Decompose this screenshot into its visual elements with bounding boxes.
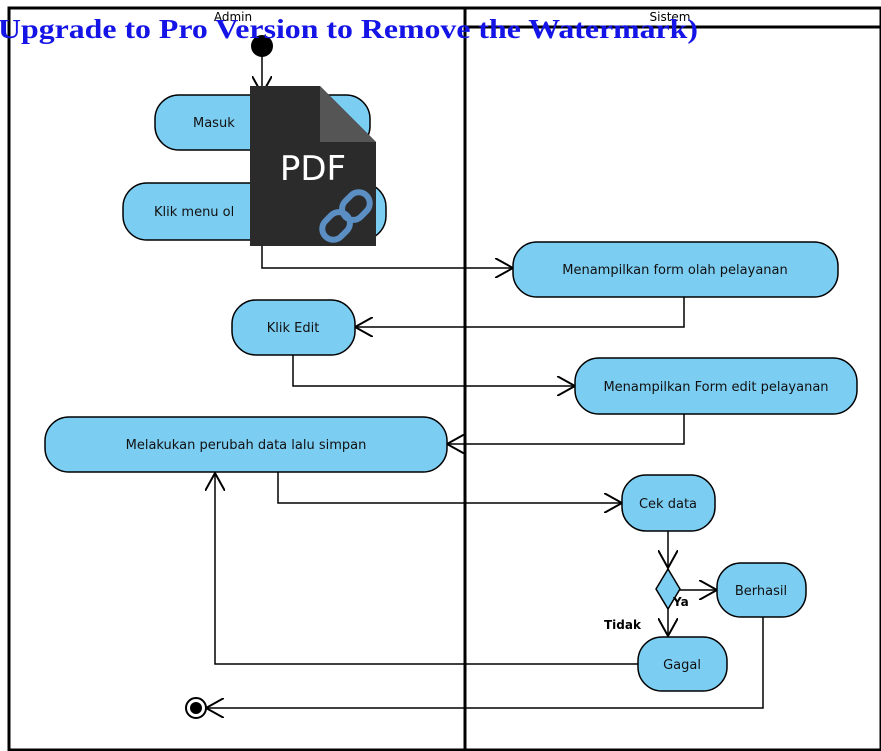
lane-sistem-label: Sistem — [650, 10, 691, 24]
chain-link-icon — [316, 186, 376, 246]
action-tampil-form-olah: Menampilkan form olah pelayanan — [512, 241, 839, 298]
action-klik-edit-label: Klik Edit — [267, 321, 320, 336]
flow-ubah-to-cek — [277, 472, 622, 503]
guard-tidak: Tidak — [604, 618, 642, 632]
action-tampil-form-olah-label: Menampilkan form olah pelayanan — [562, 263, 787, 278]
initial-node — [251, 35, 273, 57]
watermark-text: Upgrade to Pro Version to Remove the Wat… — [0, 14, 698, 44]
action-ubah-simpan-label: Melakukan perubah data lalu simpan — [126, 438, 367, 453]
flow-form-olah-to-klik-edit — [355, 297, 685, 327]
guard-ya: Ya — [672, 595, 689, 609]
flow-klik-menu-to-form-olah — [261, 240, 513, 268]
action-cek-data-label: Cek data — [639, 497, 697, 512]
final-node — [185, 697, 207, 719]
flow-klik-edit-to-form-edit — [292, 355, 575, 386]
pdf-badge: PDF — [250, 86, 376, 246]
decision-node — [655, 567, 681, 611]
action-tampil-form-edit-label: Menampilkan Form edit pelayanan — [603, 380, 828, 395]
action-gagal-label: Gagal — [663, 658, 701, 673]
lane-admin-label: Admin — [214, 10, 252, 24]
action-klik-menu-label: Klik menu ol — [154, 205, 234, 220]
action-gagal: Gagal — [637, 636, 728, 692]
pdf-badge-label: PDF — [280, 149, 346, 189]
action-tampil-form-edit: Menampilkan Form edit pelayanan — [574, 357, 858, 415]
lane-sistem — [463, 6, 881, 751]
flow-berhasil-to-end — [206, 617, 764, 708]
action-ubah-simpan: Melakukan perubah data lalu simpan — [44, 416, 448, 473]
action-masuk-label: Masuk — [193, 116, 235, 131]
control-flows — [206, 56, 764, 708]
action-cek-data: Cek data — [621, 474, 716, 532]
action-berhasil: Berhasil — [716, 562, 807, 618]
flow-gagal-to-ubah — [215, 473, 638, 665]
swimlanes: Admin Sistem — [7, 6, 881, 751]
action-nodes: Masuk Klik menu ol Menampilkan form olah… — [44, 94, 858, 692]
action-klik-edit: Klik Edit — [231, 299, 356, 356]
action-berhasil-label: Berhasil — [735, 584, 787, 599]
flow-form-edit-to-ubah — [447, 414, 685, 444]
